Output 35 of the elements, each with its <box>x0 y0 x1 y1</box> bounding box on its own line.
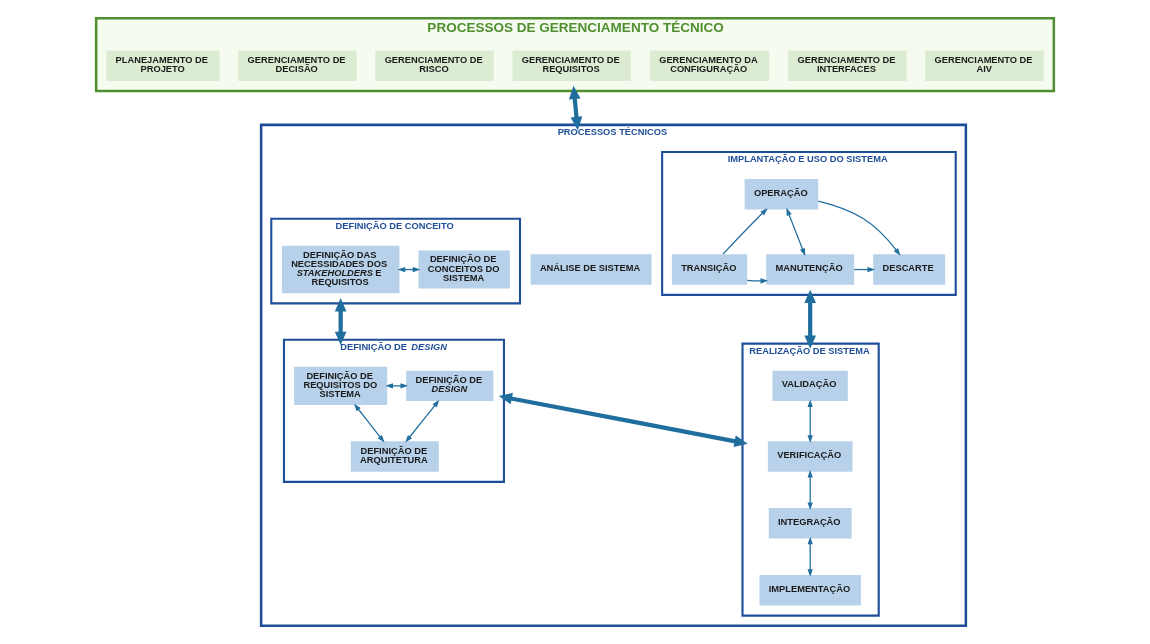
arrow <box>804 289 816 349</box>
node-box: INTEGRAÇÃO <box>768 508 852 539</box>
node-box: DEFINIÇÃO DAS NECESSIDADES DOS STAKEHOLDERS E REQUISITOS <box>281 245 400 294</box>
arrow <box>353 403 385 443</box>
arrow <box>807 469 813 510</box>
node-box: DEFINIÇÃO DE REQUISITOS DO SISTEMA <box>294 366 388 405</box>
node-box: DEFINIÇÃO DE CONCEITOS DO SISTEMA <box>418 250 510 289</box>
node-box: MANUTENÇÃO <box>766 254 855 285</box>
arrow <box>498 392 748 447</box>
node-box: OPERAÇÃO <box>744 179 819 210</box>
node-box: GERENCIAMENTO DE AIV <box>925 50 1044 81</box>
node-box: IMPLEMENTAÇÃO <box>759 574 861 606</box>
arrow <box>786 207 806 256</box>
node-box: DEFINIÇÃO DE DESIGN <box>406 370 494 402</box>
arrow <box>568 85 583 131</box>
node-box: GERENCIAMENTO DE DECISÃO <box>238 50 357 81</box>
node-box: VERIFICAÇÃO <box>767 441 853 472</box>
node-box: GERENCIAMENTO DE REQUISITOS <box>512 50 631 81</box>
node-box: DESCARTE <box>873 254 946 285</box>
arrow <box>807 399 813 443</box>
node-box: VALIDAÇÃO <box>772 370 848 402</box>
node-box: GERENCIAMENTO DE INTERFACES <box>788 50 907 81</box>
arrow <box>746 278 769 284</box>
arrow <box>722 208 768 255</box>
arrow <box>334 298 347 346</box>
arrow <box>817 200 901 256</box>
arrow <box>405 399 440 443</box>
node-box: GERENCIAMENTO DE RISCO <box>375 50 494 81</box>
node-box: PLANEJAMENTO DE PROJETO <box>106 50 220 81</box>
node-box: DEFINIÇÃO DE ARQUITETURA <box>350 441 439 472</box>
arrow <box>385 383 409 389</box>
arrow <box>807 536 813 577</box>
node-box: TRANSIÇÃO <box>671 254 748 285</box>
node-box: GERENCIAMENTO DA CONFIGURAÇÃO <box>649 50 770 81</box>
node-box: ANÁLISE DE SISTEMA <box>530 254 652 285</box>
